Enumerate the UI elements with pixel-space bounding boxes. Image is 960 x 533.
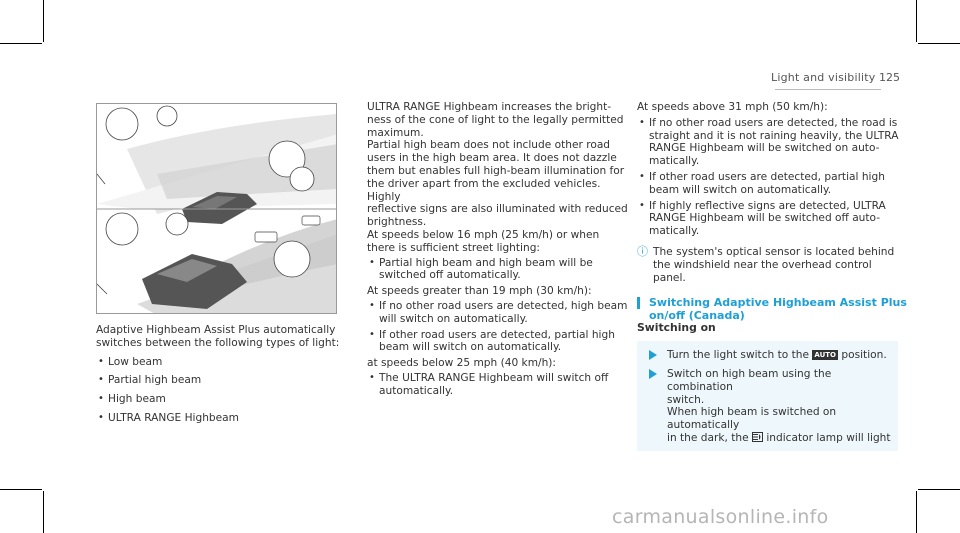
body-line: Partial high beam does not include other… <box>367 139 611 152</box>
body-line: the driver apart from the excluded vehic… <box>367 177 601 203</box>
highbeam-illustration <box>96 103 337 314</box>
figure-caption-column: Adaptive Highbeam Assist Plus automatica… <box>96 324 346 425</box>
section-heading-line: on/off (Canada) <box>649 309 745 323</box>
note-line: panel. <box>653 271 686 284</box>
body-line: brightness. <box>367 216 427 229</box>
bottom-scene <box>97 212 336 313</box>
step-text: Turn the light switch to the <box>667 349 810 362</box>
body-line: At speeds above 31 mph (50 km/h): <box>637 101 828 113</box>
body-line: users in the high beam area. It does not… <box>367 152 617 165</box>
header-divider <box>775 89 881 90</box>
step-1: Turn the light switch to the AUTO positi… <box>637 349 892 362</box>
list-line: matically. <box>649 225 700 238</box>
body-line: at speeds below 25 mph (40 km/h): <box>367 357 556 370</box>
list-item: ULTRA RANGE Highbeam <box>96 412 346 425</box>
section-heading-line: Switching Adaptive Highbeam Assist Plus <box>649 296 907 310</box>
list-line: switched off automatically. <box>379 269 521 282</box>
list-line: If highly reflective signs are detected,… <box>649 199 886 212</box>
body-line: reflective signs are also illuminated wi… <box>367 203 628 216</box>
step-arrow-icon <box>649 368 657 379</box>
result-text: in the dark, the <box>667 431 749 444</box>
step-line: Switch on high beam using the combinatio… <box>667 367 832 393</box>
step-arrow-icon <box>649 350 657 361</box>
list-item: High beam <box>96 393 346 406</box>
list-line: automatically. <box>379 384 454 397</box>
body-line: At speeds below 16 mph (25 km/h) or when <box>367 228 600 241</box>
watermark-text: carmanualsonline.info <box>612 506 829 528</box>
road-scene-graphic <box>97 105 336 313</box>
list-item: If no other road users are detected, the… <box>637 117 907 168</box>
middle-column: ULTRA RANGE Highbeam increases the brigh… <box>367 101 629 398</box>
crop-mark <box>916 491 917 533</box>
step-line: switch. <box>667 393 705 406</box>
procedure-steps: Turn the light switch to the AUTO positi… <box>637 341 898 451</box>
list-line: matically. <box>649 155 700 168</box>
result-line: When high beam is switched on automatica… <box>667 406 837 432</box>
crop-mark <box>916 0 917 42</box>
list-line: The ULTRA RANGE Highbeam will switch off <box>379 371 609 384</box>
list-line: RANGE Highbeam will be switched on auto- <box>649 142 880 155</box>
top-scene <box>97 105 336 224</box>
list-item: If no other road users are detected, hig… <box>367 300 629 326</box>
list-line: beam will switch on automatically. <box>379 341 562 354</box>
list-line: If other road users are detected, partia… <box>649 170 885 183</box>
list-item: Partial high beam <box>96 374 346 387</box>
right-column: At speeds above 31 mph (50 km/h): If no … <box>637 101 907 451</box>
body-line: them but enables full high-beam illumina… <box>367 164 625 177</box>
list-line: If no other road users are detected, hig… <box>379 299 628 312</box>
crop-mark <box>43 0 44 42</box>
info-note: ⓘ The system's optical sensor is located… <box>637 244 907 284</box>
body-line: maximum. <box>367 126 424 139</box>
page-number: 125 <box>879 71 900 84</box>
list-line: straight and it is not raining heavily, … <box>649 129 899 142</box>
list-item: Low beam <box>96 356 346 369</box>
body-line: ness of the cone of light to the legally… <box>367 113 624 126</box>
list-line: If no other road users are detected, the… <box>649 116 898 129</box>
section-marker <box>637 297 640 310</box>
body-line: At speeds greater than 19 mph (30 km/h): <box>367 285 592 298</box>
auto-light-icon: AUTO <box>812 350 839 361</box>
crop-mark <box>0 489 42 490</box>
step-2: Switch on high beam using the combinatio… <box>637 368 892 445</box>
section-heading: Switching Adaptive Highbeam Assist Plus … <box>637 296 907 322</box>
list-item: If highly reflective signs are detected,… <box>637 200 907 238</box>
caption-line: switches between the following types of … <box>96 336 340 349</box>
note-line: The system's optical sensor is located b… <box>653 245 895 258</box>
crop-mark <box>918 43 960 44</box>
result-line: in the dark, the indicator lamp will lig… <box>667 431 892 445</box>
body-line: ULTRA RANGE Highbeam increases the brigh… <box>367 101 612 113</box>
list-item: If other road users are detected, partia… <box>367 329 629 355</box>
list-line: will switch on automatically. <box>379 312 528 325</box>
list-line: beam will switch on automatically. <box>649 183 832 196</box>
list-item: Partial high beam and high beam will be … <box>367 257 629 283</box>
list-item: The ULTRA RANGE Highbeam will switch off… <box>367 372 629 398</box>
note-line: the windshield near the overhead control <box>653 258 872 271</box>
result-text: indicator lamp will light <box>766 431 891 444</box>
list-line: Partial high beam and high beam will be <box>379 256 593 269</box>
caption-line: Adaptive Highbeam Assist Plus automatica… <box>96 324 336 336</box>
crop-mark <box>918 489 960 490</box>
body-line: there is sufficient street lighting: <box>367 241 541 254</box>
step-text: position. <box>841 349 887 362</box>
crop-mark <box>0 43 42 44</box>
list-line: RANGE Highbeam will be switched off auto… <box>649 212 881 225</box>
high-beam-indicator-icon <box>751 431 763 442</box>
crop-mark <box>43 491 44 533</box>
info-icon: ⓘ <box>637 244 648 258</box>
sub-heading: Switching on <box>637 321 716 335</box>
list-item: If other road users are detected, partia… <box>637 171 907 197</box>
list-line: If other road users are detected, partia… <box>379 328 615 341</box>
section-header: Light and visibility <box>771 71 876 84</box>
